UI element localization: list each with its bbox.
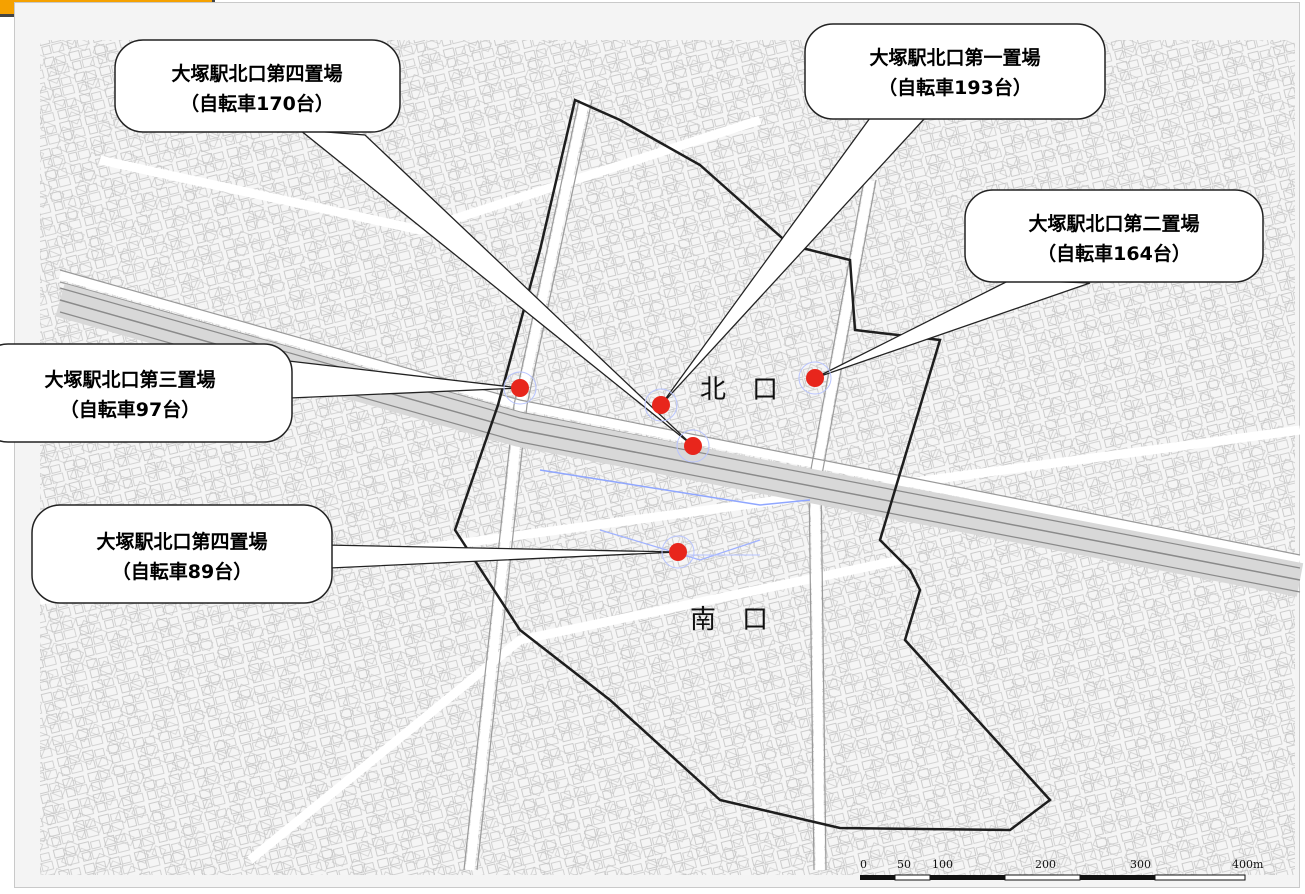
- bicycle-parking-marker[interactable]: [511, 379, 529, 397]
- map-base: [39, 40, 1304, 875]
- callout-south-4: 大塚駅北口第四置場 （自転車89台）: [31, 504, 333, 604]
- callout-north-2: 大塚駅北口第二置場 （自転車164台）: [964, 189, 1264, 283]
- area-label-north: 北 口: [700, 375, 778, 405]
- callout-capacity: （自転車97台）: [60, 398, 200, 421]
- callout-box: [114, 39, 401, 133]
- marker-halo: [676, 429, 710, 463]
- scale-tick-label: 100: [932, 858, 953, 871]
- callout-name: 大塚駅北口第二置場: [1028, 212, 1199, 235]
- callout-box: [31, 504, 333, 604]
- area-boundary: [453, 98, 1052, 832]
- callout-box: [804, 23, 1106, 120]
- marker-halo: [798, 361, 832, 395]
- marker-halo: [644, 388, 678, 422]
- bicycle-parking-marker[interactable]: [669, 543, 687, 561]
- callout-north-1: 大塚駅北口第一置場 （自転車193台）: [804, 23, 1106, 120]
- callout-north-3: 大塚駅北口第三置場 （自転車97台）: [0, 343, 293, 443]
- callout-name: 大塚駅北口第四置場: [96, 530, 267, 553]
- bicycle-parking-marker[interactable]: [806, 369, 824, 387]
- markers: [503, 361, 832, 569]
- scale-bar: 0 50 100 200 300 400m: [860, 858, 1264, 881]
- area-label-south: 南 口: [690, 605, 768, 635]
- callout-capacity: （自転車164台）: [1037, 242, 1191, 265]
- callout-capacity: （自転車193台）: [878, 76, 1032, 99]
- callout-capacity: （自転車89台）: [112, 560, 252, 583]
- callout-pointers: [279, 117, 1091, 569]
- callout-box: [0, 343, 293, 443]
- scale-tick-label: 50: [897, 858, 911, 871]
- callout-capacity: （自転車170台）: [180, 92, 334, 115]
- scale-segment: [1004, 874, 1081, 881]
- scale-segment: [1080, 875, 1155, 880]
- bicycle-parking-marker[interactable]: [684, 437, 702, 455]
- callout-name: 大塚駅北口第一置場: [869, 46, 1040, 69]
- scale-segment: [894, 874, 931, 881]
- callout-name: 大塚駅北口第三置場: [44, 368, 215, 391]
- marker-halo: [503, 371, 537, 405]
- scale-tick-label: 0: [860, 858, 867, 871]
- scale-tick-label: 400m: [1232, 858, 1264, 871]
- scale-segment: [1154, 874, 1246, 881]
- scale-segment: [860, 875, 895, 880]
- callout-name: 大塚駅北口第四置場: [171, 62, 342, 85]
- scale-tick-label: 300: [1130, 858, 1151, 871]
- scale-tick-label: 200: [1035, 858, 1056, 871]
- bicycle-parking-marker[interactable]: [652, 396, 670, 414]
- callout-box: [964, 189, 1264, 283]
- callout-north-4: 大塚駅北口第四置場 （自転車170台）: [114, 39, 401, 133]
- scale-segment: [930, 875, 1005, 880]
- marker-halo: [661, 535, 695, 569]
